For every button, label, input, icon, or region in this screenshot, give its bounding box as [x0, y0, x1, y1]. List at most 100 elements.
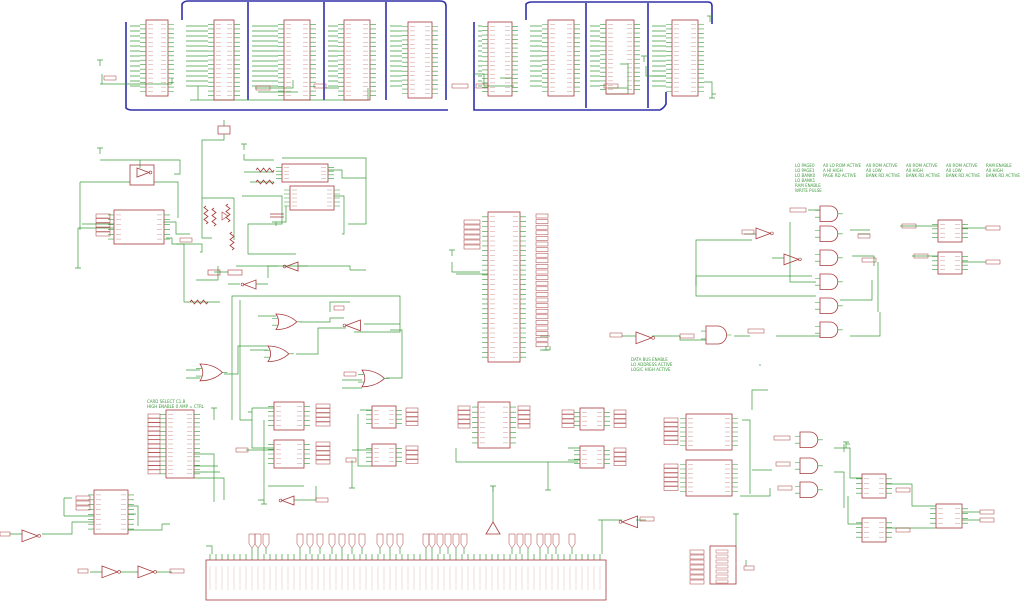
net-label	[457, 414, 471, 420]
net-label	[985, 259, 1001, 265]
inverter-23	[635, 331, 655, 345]
net-label	[535, 286, 549, 292]
net-label	[535, 269, 549, 275]
net-label	[663, 435, 679, 441]
connector-signal-tag	[338, 533, 346, 549]
net-label	[95, 218, 111, 223]
net-label	[679, 333, 695, 339]
wire	[474, 73, 514, 87]
ground-symbol	[75, 264, 81, 269]
dip-switch-toggle[interactable]	[715, 554, 729, 559]
net-label	[689, 554, 705, 560]
net-label	[235, 447, 249, 453]
connector-signal-tag	[552, 533, 560, 549]
net-label	[535, 320, 549, 325]
connector-signal-tag	[248, 533, 256, 549]
inverter-10	[21, 529, 41, 543]
vcc-symbol	[843, 441, 849, 448]
net-label	[517, 423, 531, 429]
net-label	[613, 409, 627, 415]
resistor	[229, 231, 235, 251]
net-label	[517, 405, 531, 411]
dip-switch-toggle[interactable]	[715, 549, 729, 554]
net-label	[895, 527, 911, 533]
connector-signal-tag	[508, 533, 516, 549]
net-label	[663, 463, 679, 469]
vcc-symbol	[707, 15, 713, 22]
serial-controller-ic	[108, 209, 170, 245]
net-label	[463, 234, 481, 240]
bus-line	[247, 2, 387, 100]
connector-signal-tag	[316, 533, 324, 549]
bus-line	[125, 22, 448, 111]
dip-switch-toggle[interactable]	[715, 559, 729, 564]
net-label	[405, 421, 419, 426]
net-label	[147, 461, 161, 466]
data-bus-enable-note: DATA BUS ENABLE LO ADDRESS ACTIVE LOGIC …	[631, 357, 673, 372]
dip-switch-toggle[interactable]	[715, 569, 729, 574]
connector-signal-tag	[544, 533, 552, 549]
bus-buffer-1	[366, 405, 402, 429]
connector-signal-tag	[348, 533, 356, 549]
and-gate-14	[815, 205, 843, 222]
net-label	[743, 565, 755, 571]
dip-switch-toggle[interactable]	[715, 564, 729, 569]
decode-note-3: A0 ROM ACTIVE A0 LOW BANK RD ACTIVE	[866, 163, 900, 178]
wire	[329, 301, 400, 389]
net-label	[741, 229, 755, 235]
wire	[209, 554, 601, 560]
wire	[186, 300, 276, 421]
counter-ic	[284, 185, 340, 211]
net-label	[689, 574, 705, 580]
vcc-symbol	[97, 147, 103, 154]
card-select-connector	[160, 409, 200, 479]
memory-chip-4	[338, 19, 376, 101]
net-label	[535, 297, 549, 303]
net-label	[689, 569, 705, 575]
net-label	[457, 410, 471, 415]
wire	[267, 265, 308, 278]
net-label	[535, 264, 549, 269]
net-label	[639, 516, 655, 522]
net-label	[775, 461, 791, 467]
net-label	[789, 207, 807, 213]
connector-signal-tag	[396, 533, 404, 549]
inverter-8	[342, 319, 361, 332]
ground-symbol	[709, 94, 715, 99]
net-label	[405, 459, 419, 464]
net-label	[315, 408, 331, 413]
net-label	[463, 229, 481, 235]
decode-note-2: A0 LO ROM ACTIVE A HI HIGH PAGE RD ACTIV…	[823, 163, 862, 178]
net-label	[463, 224, 481, 230]
wire	[130, 25, 140, 87]
net-label	[535, 258, 549, 264]
timer-ic	[276, 163, 334, 183]
decoder-ic-1	[268, 401, 310, 431]
net-label	[535, 219, 549, 224]
dip-switch-toggle[interactable]	[715, 579, 729, 584]
net-label	[169, 568, 185, 574]
vcc-symbol	[733, 513, 739, 520]
memory-chip-9	[666, 19, 704, 97]
inverter-3	[240, 279, 257, 290]
ground-symbol	[545, 486, 551, 491]
decode-note-5: A0 ROM ACTIVE A0 LOW BANK RD ACTIVE	[946, 163, 980, 178]
resistor	[255, 167, 275, 173]
wire	[900, 225, 986, 263]
flip-flop-1	[932, 219, 968, 243]
net-label	[561, 409, 575, 415]
net-label	[535, 292, 549, 297]
resistor	[225, 203, 231, 223]
net-label	[147, 413, 161, 419]
net-label	[913, 253, 929, 259]
wire	[962, 511, 980, 521]
net-label	[77, 568, 89, 574]
connector-signal-tag	[376, 533, 384, 549]
connector-signal-tag	[422, 533, 430, 549]
resistor	[203, 205, 209, 225]
dip-switch-toggle[interactable]	[715, 574, 729, 579]
connector-signal-tag	[436, 533, 444, 549]
inverter-1	[136, 167, 153, 178]
net-label	[517, 410, 531, 415]
